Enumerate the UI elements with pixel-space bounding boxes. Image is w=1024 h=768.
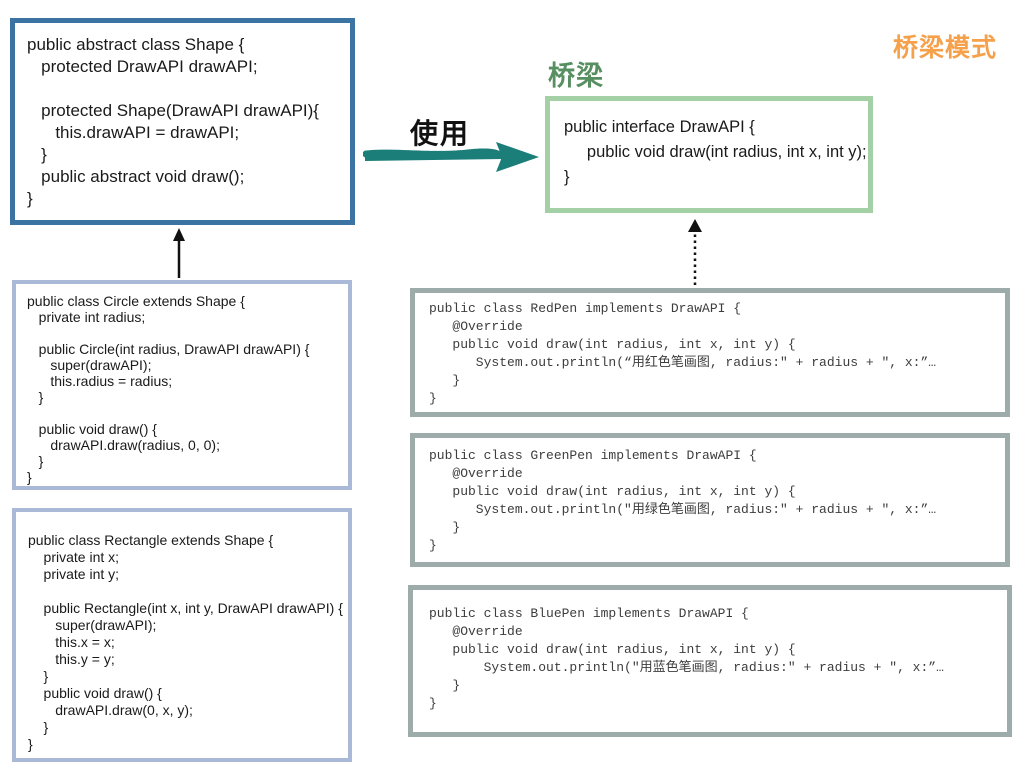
bridge-label: 桥梁 bbox=[548, 61, 604, 91]
implements-arrow-icon bbox=[688, 219, 702, 285]
bluepen-class-code: public class BluePen implements DrawAPI … bbox=[429, 606, 944, 711]
pattern-title: 桥梁模式 bbox=[893, 34, 998, 62]
rectangle-class-code: public class Rectangle extends Shape { p… bbox=[28, 532, 343, 752]
extends-arrow-icon bbox=[173, 228, 185, 278]
greenpen-class-box: public class GreenPen implements DrawAPI… bbox=[410, 433, 1010, 567]
shape-class-box: public abstract class Shape { protected … bbox=[10, 18, 355, 225]
redpen-class-code: public class RedPen implements DrawAPI {… bbox=[429, 301, 937, 406]
circle-class-code: public class Circle extends Shape { priv… bbox=[27, 293, 310, 485]
shape-class-code: public abstract class Shape { protected … bbox=[27, 35, 319, 208]
use-arrow-label: 使用 bbox=[410, 118, 471, 149]
use-arrow-icon bbox=[363, 142, 539, 172]
rectangle-class-box: public class Rectangle extends Shape { p… bbox=[12, 508, 352, 762]
bluepen-class-box: public class BluePen implements DrawAPI … bbox=[408, 585, 1012, 737]
greenpen-class-code: public class GreenPen implements DrawAPI… bbox=[429, 448, 937, 553]
redpen-class-box: public class RedPen implements DrawAPI {… bbox=[410, 288, 1010, 417]
circle-class-box: public class Circle extends Shape { priv… bbox=[12, 280, 352, 490]
drawapi-interface-code: public interface DrawAPI { public void d… bbox=[564, 118, 867, 186]
drawapi-interface-box: public interface DrawAPI { public void d… bbox=[545, 96, 873, 213]
